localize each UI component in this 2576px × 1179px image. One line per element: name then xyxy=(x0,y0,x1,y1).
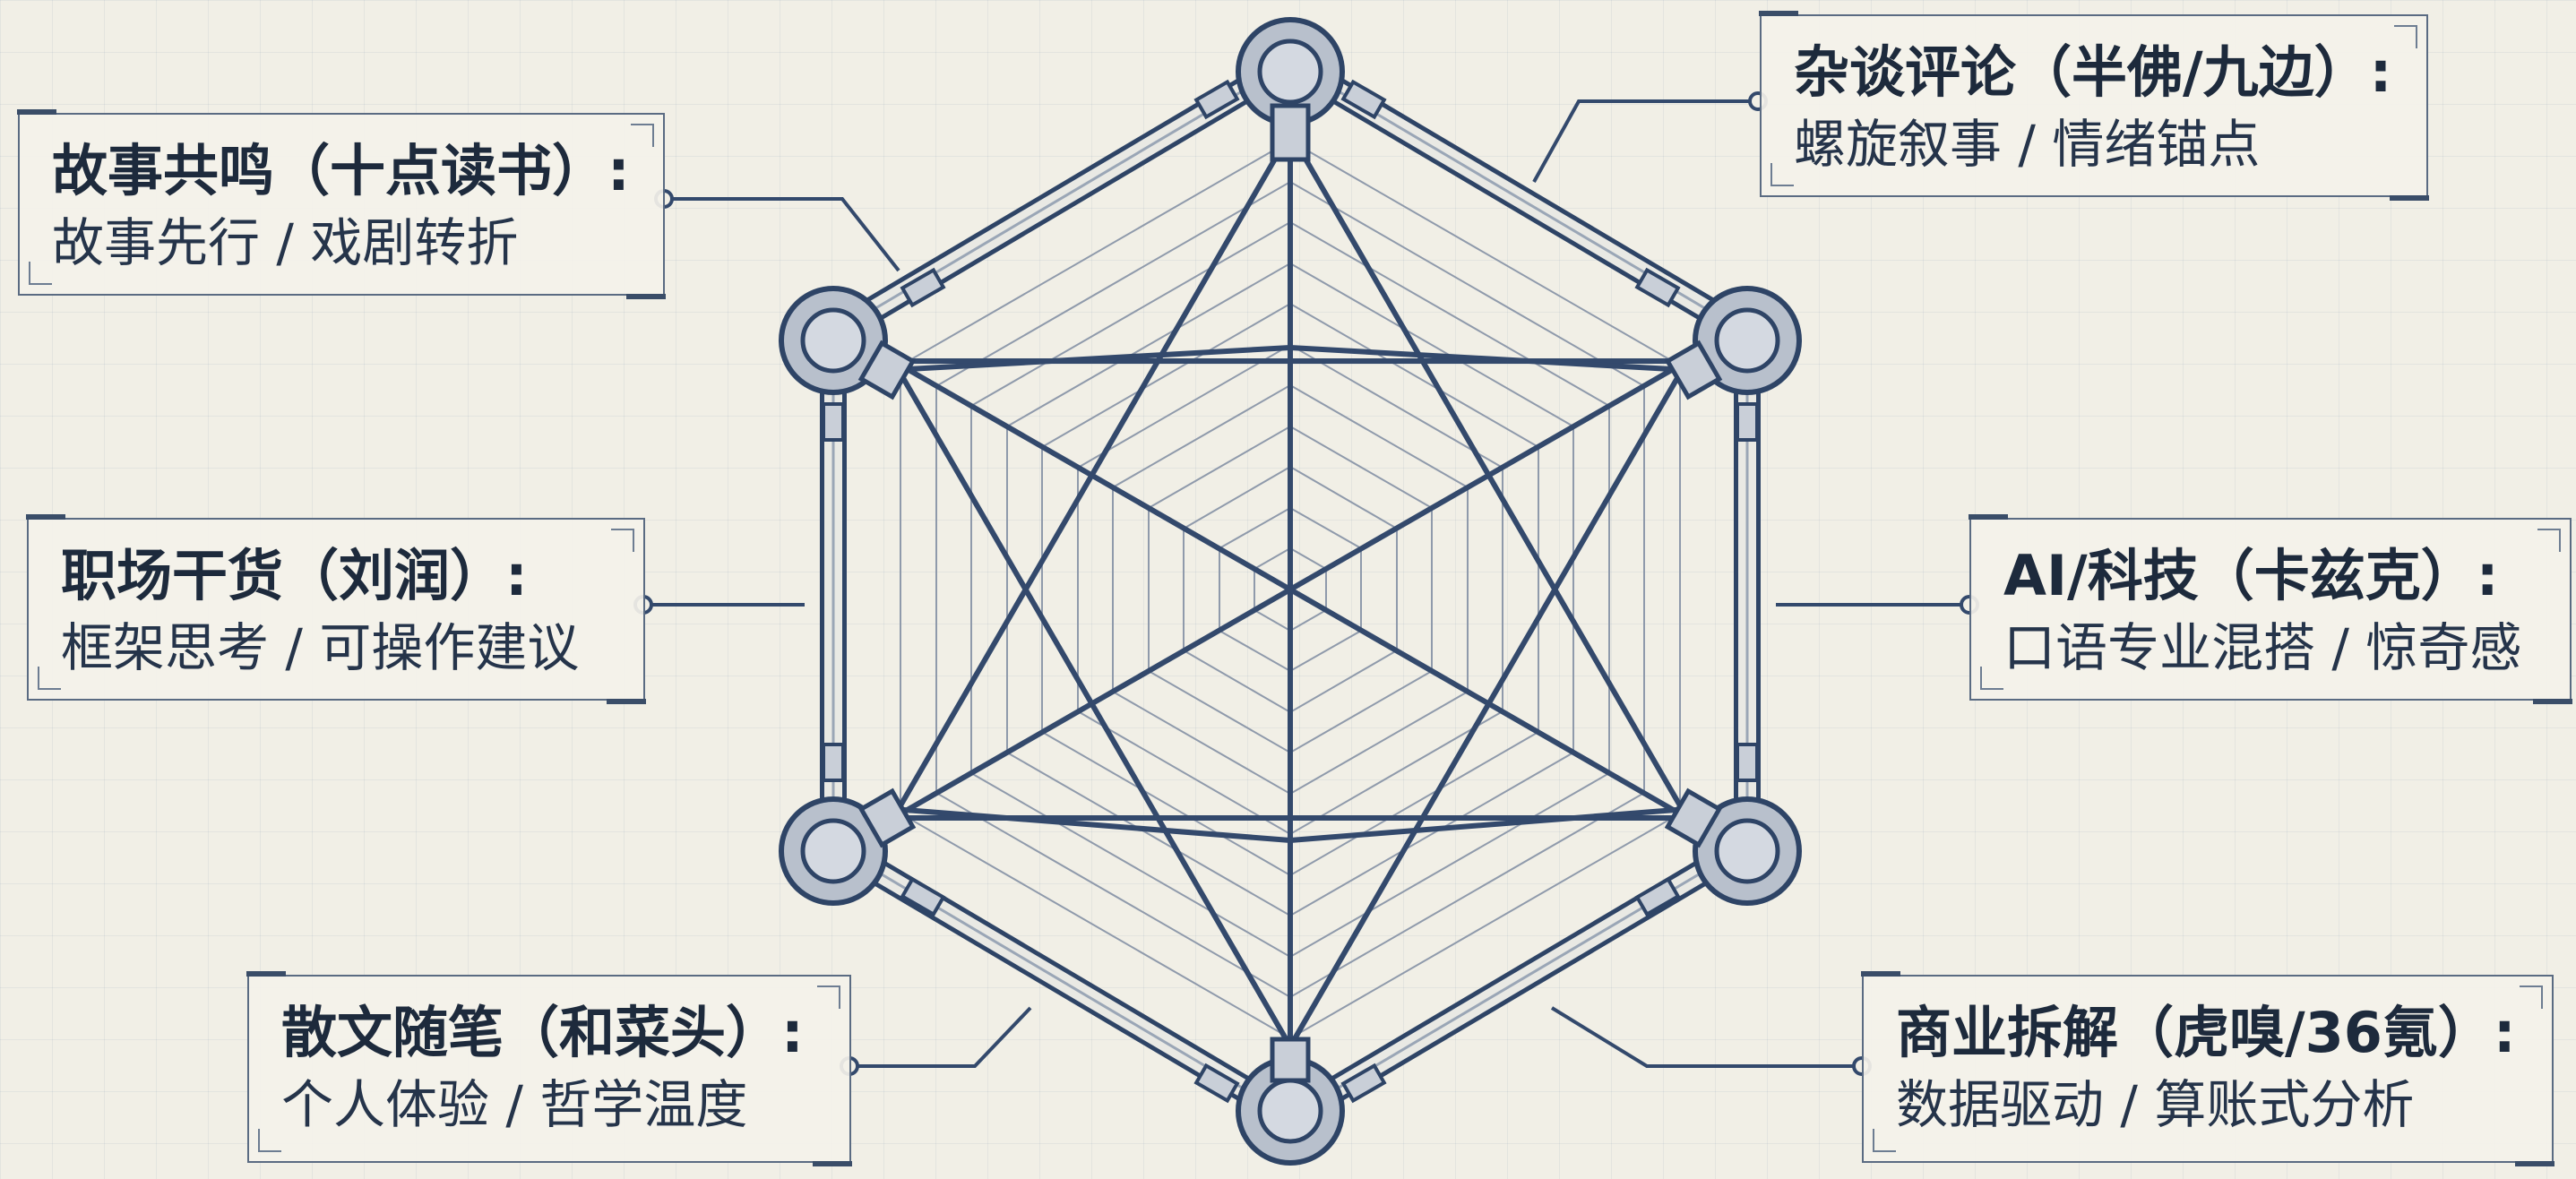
box-tab xyxy=(1861,971,1900,977)
label-title: 杂谈评论（半佛/九边）: xyxy=(1794,36,2401,109)
box-corner xyxy=(258,1129,281,1152)
label-box-tech: AI/科技（卡兹克）: 口语专业混搭 / 惊奇感 xyxy=(1969,518,2572,701)
box-tab xyxy=(26,514,65,520)
box-corner xyxy=(611,529,634,552)
label-box-business: 商业拆解（虎嗅/36氪）: 数据驱动 / 算账式分析 xyxy=(1862,975,2554,1163)
label-subtitle: 螺旋叙事 / 情绪锚点 xyxy=(1794,109,2401,179)
label-title: AI/科技（卡兹克）: xyxy=(2003,539,2545,613)
box-corner xyxy=(1873,1129,1896,1152)
leader-prose xyxy=(849,1008,1030,1066)
label-subtitle: 故事先行 / 戏剧转折 xyxy=(52,208,638,278)
collar xyxy=(823,744,843,780)
box-corner xyxy=(29,262,52,285)
collar xyxy=(1637,879,1678,914)
box-corner xyxy=(631,124,654,147)
box-corner xyxy=(1770,163,1794,186)
label-title: 商业拆解（虎嗅/36氪）: xyxy=(1896,996,2527,1070)
box-corner xyxy=(2520,985,2543,1009)
box-corner xyxy=(1980,667,2003,690)
box-tab xyxy=(1969,514,2008,520)
label-subtitle: 框架思考 / 可操作建议 xyxy=(61,613,618,683)
label-title: 散文随笔（和菜头）: xyxy=(281,996,824,1070)
joint-bottom xyxy=(1238,1039,1342,1163)
label-box-workplace: 职场干货（刘润）: 框架思考 / 可操作建议 xyxy=(27,518,645,701)
label-subtitle: 口语专业混搭 / 惊奇感 xyxy=(2003,613,2545,683)
label-box-essay: 杂谈评论（半佛/九边）: 螺旋叙事 / 情绪锚点 xyxy=(1760,14,2428,197)
label-subtitle: 个人体验 / 哲学温度 xyxy=(281,1070,824,1140)
label-title: 职场干货（刘润）: xyxy=(61,539,618,613)
box-corner xyxy=(2394,25,2417,48)
box-corner xyxy=(2537,529,2561,552)
box-tab xyxy=(246,971,286,977)
collar xyxy=(902,879,943,914)
collar xyxy=(1737,744,1757,780)
leader-essay xyxy=(1534,101,1758,182)
box-tab xyxy=(626,294,666,299)
collar xyxy=(1737,404,1757,440)
leader-business xyxy=(1552,1008,1862,1066)
box-corner xyxy=(38,667,61,690)
box-tab xyxy=(607,699,646,704)
box-tab xyxy=(2533,699,2572,704)
box-tab xyxy=(1759,11,1798,16)
box-tab xyxy=(813,1161,852,1166)
label-subtitle: 数据驱动 / 算账式分析 xyxy=(1896,1070,2527,1140)
box-tab xyxy=(2390,195,2429,201)
label-box-prose: 散文随笔（和菜头）: 个人体验 / 哲学温度 xyxy=(247,975,851,1163)
joint-top xyxy=(1238,20,1342,159)
hexagram-lines xyxy=(893,133,1687,1046)
collar xyxy=(823,404,843,440)
box-tab xyxy=(2515,1161,2554,1166)
label-title: 故事共鸣（十点读书）: xyxy=(52,134,638,208)
box-corner xyxy=(817,985,840,1009)
leader-story xyxy=(664,199,899,271)
box-tab xyxy=(17,109,56,115)
label-box-story: 故事共鸣（十点读书）: 故事先行 / 戏剧转折 xyxy=(18,113,665,296)
